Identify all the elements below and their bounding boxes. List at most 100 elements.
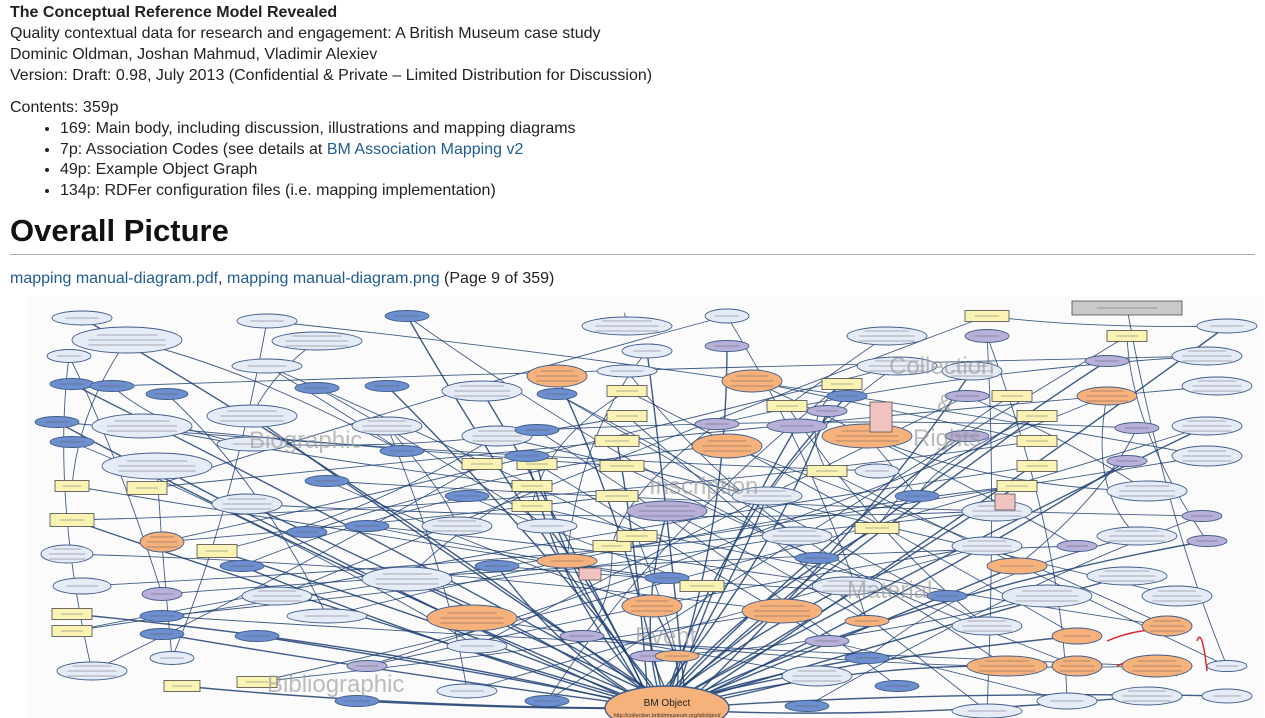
diagram-node xyxy=(536,553,598,569)
diagram-node xyxy=(334,695,380,707)
diagram-watermark: Collection xyxy=(889,353,994,380)
diagram-node xyxy=(421,516,493,536)
contents-item: 169: Main body, including discussion, il… xyxy=(60,119,1255,140)
diagram-node xyxy=(196,544,238,558)
diagram-node xyxy=(731,486,803,506)
diagram-node xyxy=(926,590,968,602)
diagram-edge xyxy=(161,545,1078,595)
diagram-node xyxy=(1096,526,1178,546)
diagram-node xyxy=(781,665,853,687)
diagram-node xyxy=(594,435,640,447)
diagram-edge xyxy=(681,370,973,709)
diagram-node xyxy=(236,676,278,688)
contents-label: Contents: 359p xyxy=(10,99,119,116)
diagram-node xyxy=(804,635,850,647)
diagram-node xyxy=(141,587,183,601)
diagram-node xyxy=(966,655,1048,677)
diagram-node xyxy=(234,630,280,642)
diagram-edge xyxy=(666,540,1208,709)
diagram-node xyxy=(559,630,605,642)
diagram-node xyxy=(304,475,350,487)
contents-list: 169: Main body, including discussion, il… xyxy=(10,119,1255,201)
page-note: (Page 9 of 359) xyxy=(439,270,555,287)
diagram-edge xyxy=(466,545,988,692)
diagram-node xyxy=(944,430,990,442)
diagram-node xyxy=(869,401,893,433)
diagram-node xyxy=(286,608,368,624)
diagram-edge xyxy=(766,365,898,497)
diagram-node xyxy=(89,380,135,392)
diagram-node xyxy=(944,390,990,402)
diagram-node xyxy=(51,625,93,637)
diagram-edge xyxy=(646,350,687,709)
diagram-edge xyxy=(256,635,662,709)
diagram-node xyxy=(514,424,560,436)
contents-item: 7p: Association Codes (see details at BM… xyxy=(60,140,1255,161)
diagram-node xyxy=(40,544,94,564)
diagram-node xyxy=(461,425,533,447)
diagram-node xyxy=(51,310,113,326)
diagram-node xyxy=(474,560,520,572)
diagram-node xyxy=(1001,584,1093,608)
diagram-node xyxy=(149,651,195,665)
diagram-edge xyxy=(146,385,1218,489)
diagram-node xyxy=(991,390,1033,402)
section-heading: Overall Picture xyxy=(10,212,1255,255)
diagram-node xyxy=(216,436,288,452)
diagram-edge xyxy=(526,455,662,709)
link-separator: , xyxy=(218,270,228,287)
diagram-node xyxy=(511,480,553,492)
diagram-node xyxy=(516,518,578,534)
diagram-node xyxy=(844,615,890,627)
diagram-edge xyxy=(91,463,483,672)
diagram-node xyxy=(741,598,823,624)
diagram-edge xyxy=(266,365,403,452)
diagram-node xyxy=(679,580,725,592)
diagram-edge xyxy=(161,633,664,709)
diagram-edge xyxy=(256,610,783,683)
diagram-node xyxy=(951,616,1023,636)
diagram-node xyxy=(844,652,890,664)
diagram-node xyxy=(691,433,763,459)
diagram-node xyxy=(1171,416,1243,436)
diagram-edge xyxy=(621,465,1078,667)
diagram-node xyxy=(361,566,453,592)
diagram-node xyxy=(1086,566,1168,586)
association-mapping-link[interactable]: BM Association Mapping v2 xyxy=(326,140,524,158)
diagram-edge xyxy=(161,495,618,543)
diagram-edge xyxy=(496,435,1178,597)
diagram-node xyxy=(592,540,632,552)
diagram-edge xyxy=(306,445,728,533)
diagram-node xyxy=(1084,355,1130,367)
diagram-node xyxy=(996,480,1038,492)
diagram-edge xyxy=(161,365,898,543)
diagram-edge xyxy=(241,565,656,709)
diagram-node xyxy=(56,661,128,681)
diagram-node xyxy=(101,452,213,480)
diagram-node xyxy=(986,557,1048,575)
diagram-edge xyxy=(251,415,678,709)
pdf-link[interactable]: mapping manual-diagram.pdf xyxy=(10,270,219,287)
diagram-node xyxy=(621,594,683,618)
diagram-node xyxy=(794,552,840,564)
diagram-node xyxy=(211,493,283,515)
diagram-node xyxy=(964,329,1010,343)
diagram-node xyxy=(145,388,189,400)
diagram-node xyxy=(606,385,648,397)
diagram-node xyxy=(426,604,518,632)
diagram-node xyxy=(286,526,328,538)
diagram-node xyxy=(1121,654,1193,678)
diagram-node xyxy=(206,404,298,428)
png-link[interactable]: mapping manual-diagram.png xyxy=(227,270,440,287)
diagram-node xyxy=(139,531,185,553)
diagram-watermark: Biographic xyxy=(249,427,362,454)
diagram-node xyxy=(951,536,1023,556)
diagram-edge xyxy=(531,505,1168,627)
diagram-edge xyxy=(536,429,898,687)
contents-item: 134p: RDFer configuration files (i.e. ma… xyxy=(60,181,1255,202)
diagram-node xyxy=(811,576,883,596)
diagram-edge xyxy=(616,440,649,709)
diagram-node xyxy=(821,378,863,390)
diagram-edge xyxy=(655,495,768,709)
